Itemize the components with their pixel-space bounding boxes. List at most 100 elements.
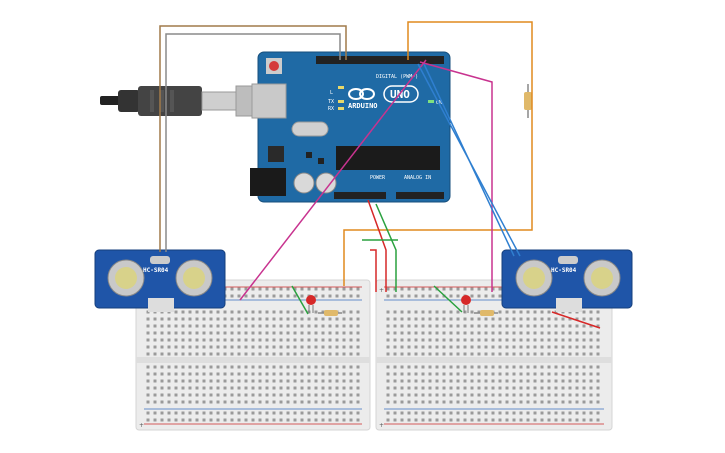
breadboard-hole[interactable] [442,386,446,390]
breadboard-hole[interactable] [209,345,213,349]
breadboard-hole[interactable] [568,411,572,415]
breadboard-hole[interactable] [477,338,481,342]
breadboard-hole[interactable] [470,418,474,422]
breadboard-hole[interactable] [407,418,411,422]
breadboard-hole[interactable] [251,287,255,291]
breadboard-hole[interactable] [400,294,404,298]
breadboard-hole[interactable] [393,352,397,356]
breadboard-hole[interactable] [470,287,474,291]
breadboard-hole[interactable] [356,365,360,369]
breadboard-hole[interactable] [349,393,353,397]
breadboard-hole[interactable] [589,418,593,422]
breadboard-hole[interactable] [272,411,276,415]
breadboard-hole[interactable] [272,393,276,397]
breadboard-hole[interactable] [596,365,600,369]
breadboard-hole[interactable] [293,372,297,376]
breadboard-hole[interactable] [512,324,516,328]
breadboard-hole[interactable] [414,372,418,376]
breadboard-hole[interactable] [181,338,185,342]
breadboard-hole[interactable] [342,294,346,298]
wire-orange-top[interactable] [343,21,533,286]
breadboard-hole[interactable] [393,365,397,369]
breadboard-hole[interactable] [258,400,262,404]
breadboard-hole[interactable] [407,379,411,383]
breadboard-hole[interactable] [519,372,523,376]
breadboard-hole[interactable] [146,352,150,356]
breadboard-hole[interactable] [174,393,178,397]
breadboard-hole[interactable] [449,400,453,404]
breadboard-hole[interactable] [526,393,530,397]
breadboard-hole[interactable] [386,331,390,335]
breadboard-hole[interactable] [251,317,255,321]
breadboard-hole[interactable] [414,365,418,369]
breadboard-hole[interactable] [575,338,579,342]
breadboard-hole[interactable] [540,393,544,397]
breadboard-hole[interactable] [484,317,488,321]
breadboard-hole[interactable] [174,411,178,415]
breadboard-hole[interactable] [554,331,558,335]
breadboard-hole[interactable] [575,365,579,369]
breadboard-hole[interactable] [286,331,290,335]
breadboard-hole[interactable] [307,352,311,356]
breadboard-hole[interactable] [449,324,453,328]
breadboard-hole[interactable] [181,379,185,383]
breadboard-hole[interactable] [414,386,418,390]
breadboard-hole[interactable] [335,386,339,390]
breadboard-hole[interactable] [554,352,558,356]
breadboard-hole[interactable] [230,352,234,356]
wire-magenta[interactable] [419,61,493,292]
breadboard-hole[interactable] [356,411,360,415]
breadboard-hole[interactable] [463,393,467,397]
breadboard-hole[interactable] [582,379,586,383]
breadboard-hole[interactable] [400,345,404,349]
breadboard-hole[interactable] [435,331,439,335]
breadboard-hole[interactable] [230,411,234,415]
breadboard-hole[interactable] [216,400,220,404]
breadboard-hole[interactable] [195,365,199,369]
breadboard-hole[interactable] [477,379,481,383]
breadboard-hole[interactable] [512,338,516,342]
breadboard-hole[interactable] [286,400,290,404]
breadboard-hole[interactable] [414,294,418,298]
breadboard-hole[interactable] [386,352,390,356]
breadboard-hole[interactable] [484,411,488,415]
breadboard-hole[interactable] [386,287,390,291]
breadboard-hole[interactable] [582,365,586,369]
breadboard-hole[interactable] [575,400,579,404]
breadboard-hole[interactable] [209,310,213,314]
breadboard-hole[interactable] [596,338,600,342]
breadboard-hole[interactable] [195,379,199,383]
breadboard-hole[interactable] [540,331,544,335]
breadboard-hole[interactable] [251,365,255,369]
breadboard-hole[interactable] [463,310,467,314]
breadboard-hole[interactable] [526,310,530,314]
breadboard-hole[interactable] [188,317,192,321]
breadboard-hole[interactable] [526,324,530,328]
breadboard-hole[interactable] [547,331,551,335]
breadboard-hole[interactable] [421,372,425,376]
breadboard-hole[interactable] [435,400,439,404]
breadboard-hole[interactable] [589,386,593,390]
breadboard-hole[interactable] [265,317,269,321]
breadboard-hole[interactable] [230,317,234,321]
breadboard-hole[interactable] [153,324,157,328]
breadboard-hole[interactable] [582,411,586,415]
breadboard-hole[interactable] [456,393,460,397]
breadboard-hole[interactable] [160,372,164,376]
breadboard-hole[interactable] [533,365,537,369]
breadboard-hole[interactable] [400,418,404,422]
breadboard-hole[interactable] [463,400,467,404]
breadboard-hole[interactable] [272,324,276,328]
breadboard-hole[interactable] [491,400,495,404]
breadboard-hole[interactable] [307,379,311,383]
breadboard-hole[interactable] [223,338,227,342]
breadboard-hole[interactable] [307,317,311,321]
breadboard-hole[interactable] [582,317,586,321]
breadboard-hole[interactable] [223,418,227,422]
breadboard-hole[interactable] [561,379,565,383]
breadboard-hole[interactable] [265,365,269,369]
wire-gray[interactable] [165,33,341,252]
breadboard-hole[interactable] [146,324,150,328]
breadboard-hole[interactable] [167,317,171,321]
breadboard-hole[interactable] [279,386,283,390]
